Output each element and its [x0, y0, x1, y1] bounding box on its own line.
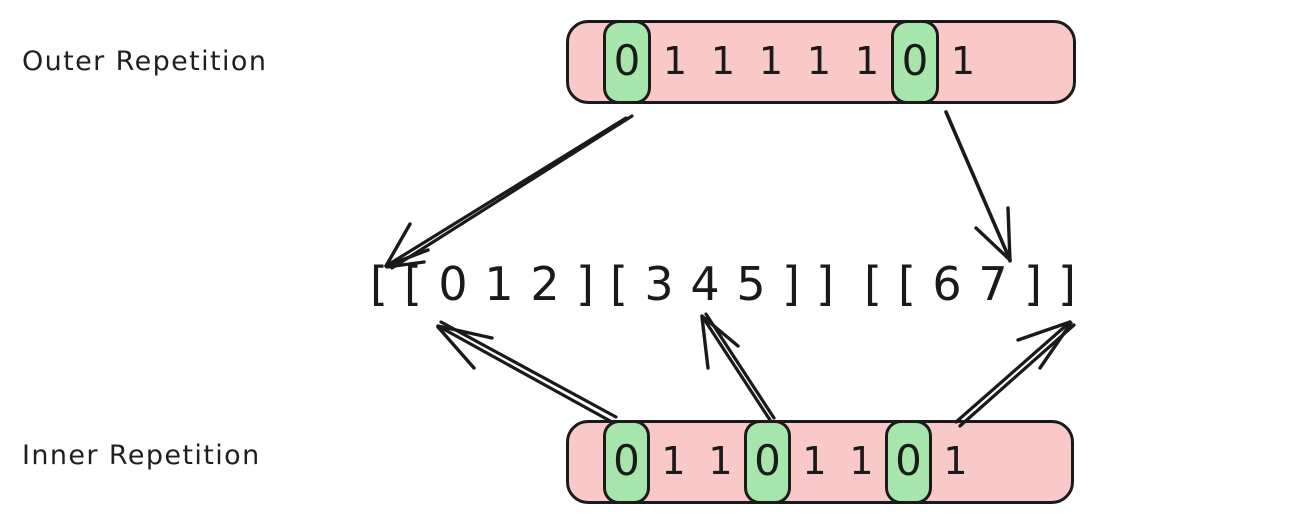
- bar-lead-in: [585, 23, 603, 101]
- outer-repetition-bits-cell-4: 1: [795, 23, 843, 101]
- bit-digit: 1: [662, 39, 688, 83]
- close-bracket-10: ]: [782, 257, 800, 311]
- open-bracket-1: [: [404, 257, 422, 311]
- index-number-7: 3: [644, 257, 674, 311]
- bit-digit: 1: [802, 439, 827, 483]
- bit-digit: 0: [895, 436, 922, 485]
- arrow-outer-bit6-to-open-bracket-13: [944, 110, 1012, 263]
- index-number-2: 0: [438, 257, 468, 311]
- inner-repetition-bits-cell-5: 1: [838, 423, 885, 501]
- open-bracket-12: [: [864, 257, 882, 311]
- bit-digit: 1: [849, 439, 874, 483]
- inner-repetition-label: Inner Repetition: [22, 440, 261, 471]
- outer-repetition-bits-cell-2: 1: [699, 23, 747, 101]
- index-number-3: 1: [484, 257, 514, 311]
- index-number-9: 5: [736, 257, 766, 311]
- outer-repetition-bits-cell-5: 1: [843, 23, 891, 101]
- bit-digit: 1: [710, 39, 736, 83]
- outer-repetition-bits-cell-7: 1: [939, 23, 987, 101]
- index-number-8: 4: [690, 257, 720, 311]
- arrow-inner-bit3-to-open-bracket-7: [700, 312, 776, 422]
- index-number-15: 7: [978, 257, 1008, 311]
- outer-repetition-bits-cell-1: 1: [651, 23, 699, 101]
- bit-digit: 0: [754, 436, 781, 485]
- inner-repetition-bits-cell-4: 1: [791, 423, 838, 501]
- close-bracket-5: ]: [576, 257, 594, 311]
- bit-digit: 1: [950, 39, 976, 83]
- bit-digit: 0: [613, 436, 640, 485]
- bit-digit: 1: [943, 439, 968, 483]
- index-number-4: 2: [530, 257, 560, 311]
- outer-repetition-bits-cell-3: 1: [747, 23, 795, 101]
- bit-digit: 1: [758, 39, 784, 83]
- inner-repetition-bits-cell-3-highlighted: 0: [744, 420, 791, 504]
- bar-lead-in: [585, 423, 603, 501]
- inner-repetition-bits-cell-0-highlighted: 0: [603, 420, 650, 504]
- arrow-inner-bit6-to-open-bracket-14: [954, 320, 1076, 428]
- bit-digit: 1: [806, 39, 832, 83]
- open-bracket-6: [: [610, 257, 628, 311]
- arrow-outer-bit0-to-open-bracket-1: [384, 114, 634, 270]
- inner-repetition-bits-cell-6-highlighted: 0: [885, 420, 932, 504]
- outer-repetition-bits-cell-0-highlighted: 0: [603, 20, 651, 104]
- bit-digit: 1: [708, 439, 733, 483]
- arrow-inner-bit0-to-open-bracket-2: [436, 320, 618, 424]
- close-bracket-11: ]: [816, 257, 834, 311]
- open-bracket-13: [: [898, 257, 916, 311]
- open-bracket-0: [: [370, 257, 388, 311]
- close-bracket-16: ]: [1024, 257, 1042, 311]
- inner-repetition-bits-cell-1: 1: [650, 423, 697, 501]
- inner-repetition-bits-cell-2: 1: [697, 423, 744, 501]
- bit-digit: 1: [661, 439, 686, 483]
- bit-digit: 0: [901, 36, 929, 85]
- bit-digit: 0: [613, 36, 641, 85]
- index-number-14: 6: [932, 257, 962, 311]
- inner-repetition-bits-cell-7: 1: [932, 423, 979, 501]
- close-bracket-17: ]: [1058, 257, 1076, 311]
- bit-digit: 1: [854, 39, 880, 83]
- outer-repetition-label: Outer Repetition: [22, 46, 268, 77]
- outer-repetition-bits-cell-6-highlighted: 0: [891, 20, 939, 104]
